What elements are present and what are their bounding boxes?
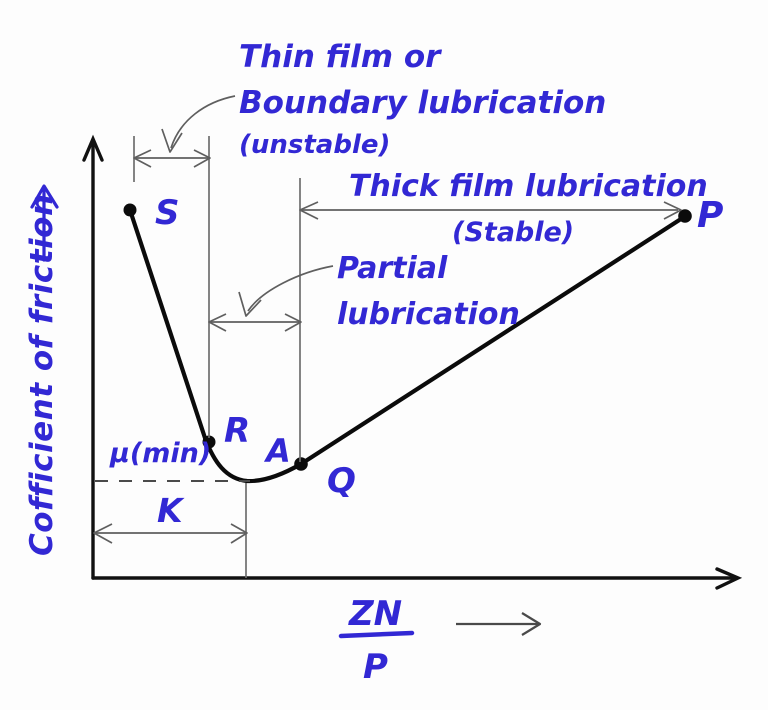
annotation-texts: Thin film or Boundary lubrication (unsta…: [109, 39, 708, 530]
x-axis-label-arrowhead: [521, 612, 542, 636]
point-label-s: S: [155, 193, 180, 233]
point-label-a: A: [263, 432, 291, 470]
partial-dim-arrowhead-right: [284, 313, 302, 332]
thickfilm-dim-arrowhead-left: [299, 201, 319, 220]
region-guide-lines: [133, 136, 301, 578]
data-point-q: [294, 457, 308, 471]
annotation-partial-line2: lubrication: [337, 297, 520, 332]
partial-leader-arrowhead: [238, 291, 262, 317]
annotation-region-k: K: [157, 491, 185, 530]
annotation-thick-film-line2: (Stable): [452, 217, 574, 248]
thinfilm-leader-line: [170, 95, 236, 149]
x-axis-arrowhead: [715, 567, 743, 590]
annotation-thick-film-line1: Thick film lubrication: [349, 169, 708, 204]
partial-dimension-arrow: [208, 313, 302, 332]
x-axis-label-denominator: P: [363, 647, 388, 687]
thinfilm-dimension-arrow: [133, 149, 211, 168]
annotation-thin-film-line2: Boundary lubrication: [239, 85, 606, 121]
y-axis-arrowhead: [82, 134, 104, 162]
annotation-partial-line1: Partial: [337, 251, 448, 286]
point-label-q: Q: [327, 461, 356, 501]
annotation-thin-film-line3: (unstable): [239, 130, 390, 160]
x-axis-label-fraction-bar: [338, 630, 415, 639]
y-axis-label-arrowhead: [30, 184, 59, 209]
thickfilm-dim-arrowhead-right: [663, 201, 682, 220]
axes-group: [82, 134, 743, 590]
y-axis-label: Cofficient of friction: [24, 193, 60, 556]
k-dimension-arrow: [93, 523, 248, 544]
x-axis-label-group: ZN P: [338, 594, 542, 687]
point-label-p: P: [697, 195, 723, 236]
data-point-r: [202, 435, 216, 449]
data-point-s: [123, 203, 137, 217]
data-point-p: [678, 209, 692, 223]
thinfilm-dim-arrowhead-right: [193, 149, 211, 168]
annotation-thin-film-line1: Thin film or: [239, 39, 442, 75]
k-dim-arrowhead-right: [230, 523, 248, 544]
thinfilm-dim-arrowhead-left: [133, 149, 152, 168]
partial-leader-line: [247, 265, 334, 312]
annotation-mu-min: μ(min): [109, 438, 211, 469]
partial-dim-arrowhead-left: [208, 313, 227, 332]
point-label-r: R: [224, 411, 250, 451]
thickfilm-dimension-arrow: [299, 201, 682, 220]
thinfilm-leader-arrowhead: [161, 128, 183, 153]
x-axis-label-numerator: ZN: [348, 594, 402, 634]
point-label-texts: S R A Q P: [155, 193, 723, 501]
y-axis-label-group: Cofficient of friction: [24, 184, 60, 556]
k-dim-arrowhead-left: [93, 523, 113, 544]
callout-leaders: [161, 95, 334, 317]
